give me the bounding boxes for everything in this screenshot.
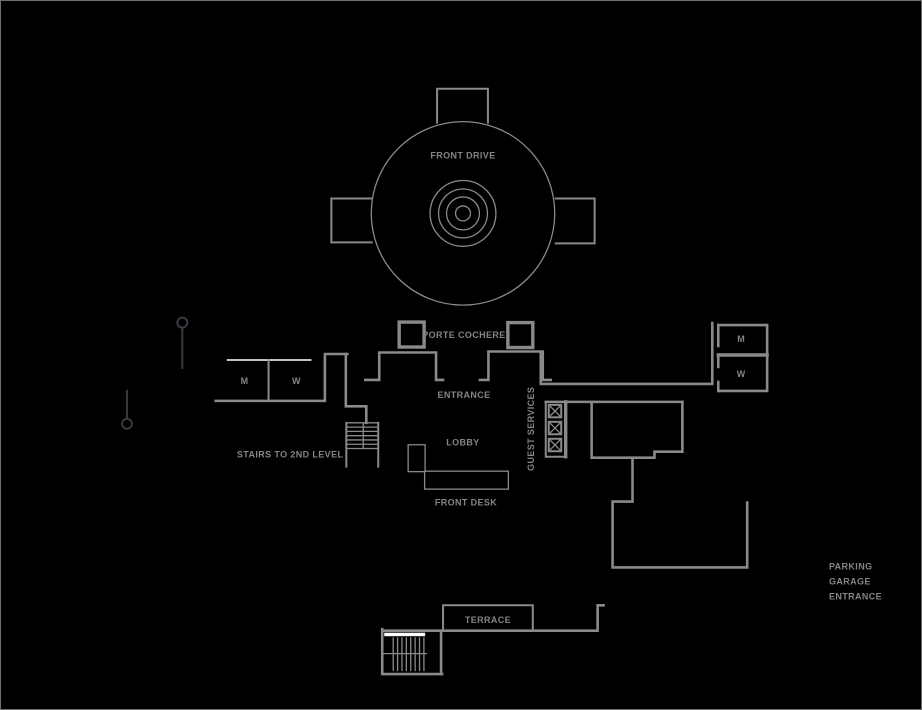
womens-room-left-label: W bbox=[292, 376, 301, 386]
ramp-room-outline bbox=[611, 457, 749, 569]
guest-services: GUEST SERVICES bbox=[526, 387, 684, 471]
terrace-outline bbox=[442, 604, 534, 632]
elevator-bank-left-wall bbox=[544, 400, 567, 458]
porte-cochere: PORTE COCHERE bbox=[397, 320, 535, 350]
porte-cochere-label: PORTE COCHERE bbox=[422, 330, 505, 340]
elevator-icon bbox=[547, 403, 563, 419]
guest-services-label: GUEST SERVICES bbox=[526, 387, 536, 471]
parking-garage-entrance-label: PARKING GARAGE ENTRANCE bbox=[829, 561, 882, 601]
front-desk bbox=[407, 444, 510, 490]
svg-text:ENTRANCE: ENTRANCE bbox=[829, 591, 882, 601]
terrace-label: TERRACE bbox=[465, 615, 511, 625]
drive-spur-north bbox=[436, 87, 489, 124]
front-desk-counter bbox=[423, 470, 510, 490]
lobby: LOBBY FRONT DESK bbox=[407, 438, 510, 508]
elevator-icon bbox=[547, 420, 563, 436]
entrance-walls: ENTRANCE bbox=[363, 350, 553, 400]
svg-text:GARAGE: GARAGE bbox=[829, 576, 871, 586]
restrooms-right: M W bbox=[716, 323, 769, 393]
stairs-label: STAIRS TO 2ND LEVEL bbox=[237, 450, 344, 460]
entry-pier-left bbox=[363, 351, 445, 382]
section-markers bbox=[120, 316, 189, 430]
svg-text:PARKING: PARKING bbox=[829, 561, 872, 571]
corridor-east-wall bbox=[539, 321, 714, 386]
womens-room-right-label: W bbox=[737, 369, 746, 379]
entry-pier-right bbox=[478, 350, 553, 382]
stair-landing-highlight bbox=[384, 632, 426, 637]
stair-corridor-wall bbox=[344, 352, 368, 425]
entrance-label: ENTRANCE bbox=[437, 390, 490, 400]
porte-cochere-column-right bbox=[506, 320, 535, 350]
mens-room-right-label: M bbox=[737, 334, 745, 344]
terrace: TERRACE bbox=[380, 603, 605, 676]
restroom-right-outline bbox=[716, 323, 769, 393]
stairs-icon bbox=[345, 421, 380, 468]
terrace-south-wall bbox=[380, 603, 605, 633]
elevator-icon bbox=[547, 437, 563, 453]
restroom-east-wall bbox=[323, 352, 349, 403]
mens-room-left-label: M bbox=[241, 376, 249, 386]
restrooms-left: M W bbox=[214, 352, 349, 403]
porte-cochere-column-left bbox=[397, 320, 426, 349]
front-drive-label: FRONT DRIVE bbox=[430, 151, 495, 161]
terrace-stairs-icon bbox=[383, 632, 428, 672]
driveway-circle bbox=[370, 121, 556, 306]
fountain-icon bbox=[429, 179, 497, 247]
front-drive: FRONT DRIVE bbox=[330, 87, 596, 306]
drive-spur-west bbox=[330, 197, 373, 244]
drive-spur-east bbox=[554, 197, 596, 245]
ramp-wall-upper bbox=[590, 400, 683, 460]
section-marker-icon bbox=[120, 389, 133, 430]
lobby-label: LOBBY bbox=[446, 438, 479, 448]
front-desk-label: FRONT DESK bbox=[435, 498, 497, 508]
front-desk-return bbox=[407, 444, 426, 473]
stairs-to-2nd-level: STAIRS TO 2ND LEVEL bbox=[237, 352, 380, 468]
terrace-stair-enclosure bbox=[380, 627, 444, 676]
corridor-east bbox=[539, 321, 714, 386]
section-marker-icon bbox=[176, 316, 189, 369]
parking-ramp: PARKING GARAGE ENTRANCE bbox=[590, 400, 882, 601]
